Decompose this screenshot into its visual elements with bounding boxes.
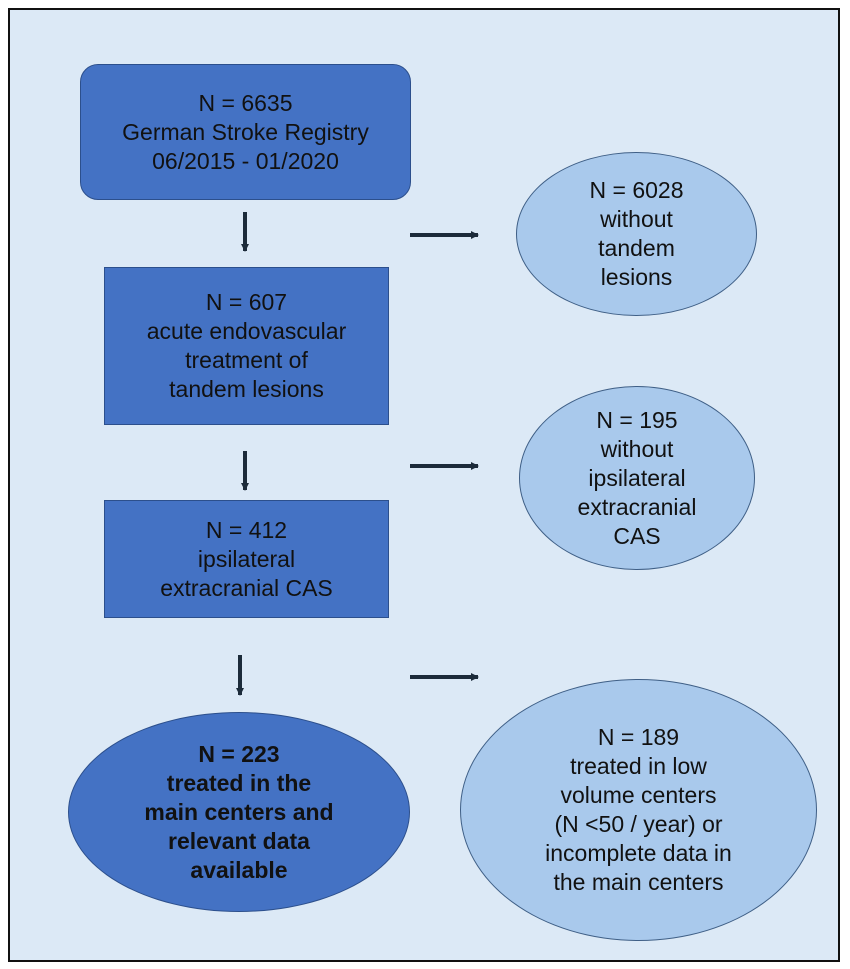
ipsilateral-cas-box: N = 412 ipsilateral extracranial CAS: [104, 500, 389, 618]
treatment-line: N = 607: [205, 289, 288, 315]
cohort-line: treated in the: [166, 769, 312, 796]
excluded-line: volume centers: [560, 782, 717, 808]
excluded-line: extracranial: [577, 493, 697, 520]
cohort-line: relevant data: [168, 827, 310, 854]
excluded-line: CAS: [613, 522, 661, 549]
treatment-line: acute endovascular: [146, 318, 347, 344]
excluded-line: treated in low: [570, 753, 707, 779]
excluded-line: N = 189: [597, 724, 680, 750]
cohort-line: available: [190, 856, 288, 883]
acute-treatment-box: N = 607 acute endovascular treatment of …: [104, 267, 389, 425]
registry-line: N = 6635: [198, 89, 293, 116]
cas-line: N = 412: [205, 516, 288, 543]
excluded-line: ipsilateral: [588, 464, 686, 491]
excluded-line: lesions: [600, 264, 673, 290]
registry-box: N = 6635 German Stroke Registry 06/2015 …: [80, 64, 411, 200]
excluded-line: N = 195: [596, 406, 678, 433]
registry-line: 06/2015 - 01/2020: [152, 147, 339, 174]
excluded-no-tandem-ellipse: N = 6028 without tandem lesions: [516, 152, 757, 316]
treatment-line: treatment of: [185, 347, 308, 373]
excluded-low-volume-ellipse: N = 189 treated in low volume centers (N…: [460, 679, 817, 941]
excluded-line: tandem: [598, 235, 675, 261]
excluded-line: incomplete data in: [545, 840, 732, 866]
excluded-line: N = 6028: [589, 177, 684, 203]
excluded-line: (N <50 / year) or: [554, 811, 723, 837]
cohort-line: main centers and: [144, 798, 334, 825]
final-cohort-ellipse: N = 223 treated in the main centers and …: [68, 712, 410, 912]
cas-line: extracranial CAS: [160, 574, 333, 601]
treatment-line: tandem lesions: [169, 376, 324, 402]
cas-line: ipsilateral: [197, 545, 296, 572]
registry-line: German Stroke Registry: [122, 118, 369, 145]
excluded-line: the main centers: [553, 869, 724, 895]
excluded-line: without: [600, 206, 673, 232]
excluded-line: without: [600, 435, 674, 462]
cohort-line: N = 223: [198, 740, 280, 767]
excluded-no-cas-ellipse: N = 195 without ipsilateral extracranial…: [519, 386, 755, 570]
